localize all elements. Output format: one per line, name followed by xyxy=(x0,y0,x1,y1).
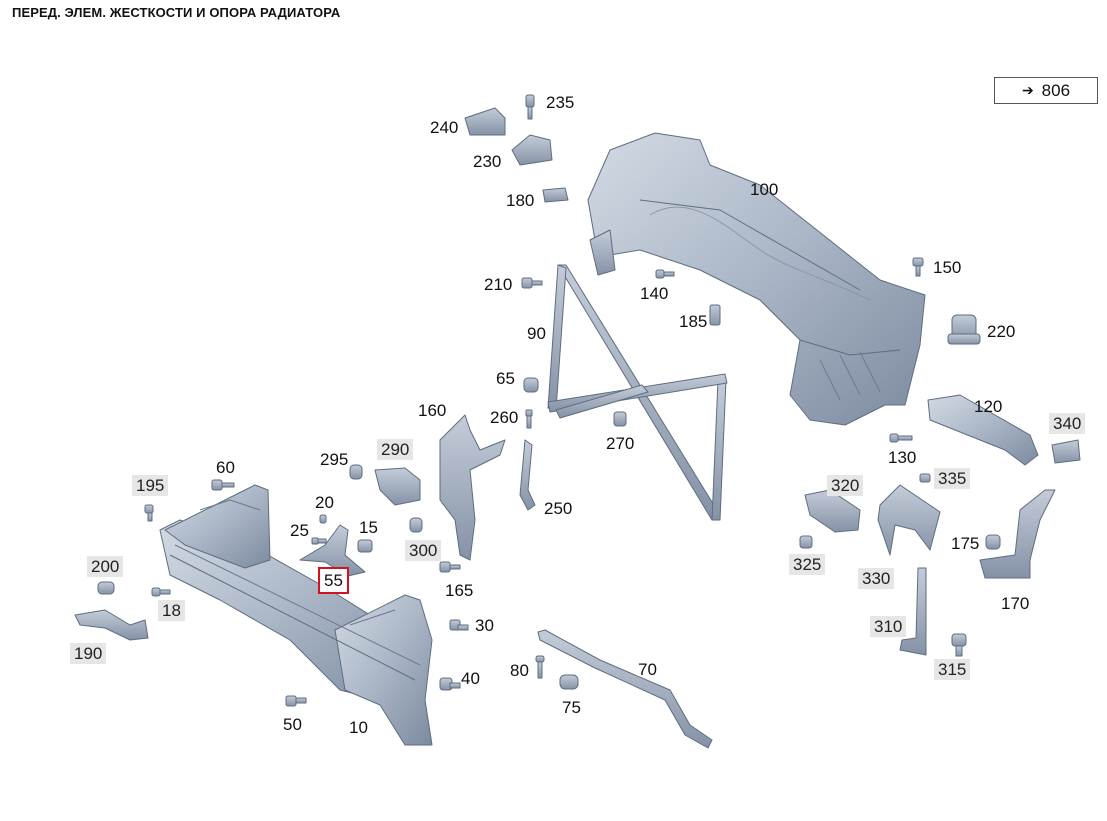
callout-25[interactable]: 25 xyxy=(290,521,309,540)
callout-10[interactable]: 10 xyxy=(349,718,368,737)
callout-295[interactable]: 295 xyxy=(320,450,349,469)
callout-50[interactable]: 50 xyxy=(283,715,302,734)
callout-70[interactable]: 70 xyxy=(638,660,657,679)
callout-160[interactable]: 160 xyxy=(418,401,447,420)
reference-link-button[interactable]: ➔ 806 xyxy=(994,77,1098,104)
callout-240[interactable]: 240 xyxy=(430,118,459,137)
part-55-bracket[interactable] xyxy=(299,524,366,577)
part-320-bracket[interactable] xyxy=(804,489,861,533)
part-120-bracket[interactable] xyxy=(927,394,1039,466)
part-180-clip[interactable] xyxy=(542,187,569,203)
callout-300[interactable]: 300 xyxy=(405,540,442,561)
callout-185[interactable]: 185 xyxy=(679,312,708,331)
callout-140[interactable]: 140 xyxy=(640,284,669,303)
callout-80[interactable]: 80 xyxy=(510,661,529,680)
callout-120[interactable]: 120 xyxy=(974,397,1003,416)
part-170-bracket[interactable] xyxy=(979,489,1056,579)
reference-label: 806 xyxy=(1041,80,1071,100)
callout-150[interactable]: 150 xyxy=(933,258,962,277)
part-290-bracket[interactable] xyxy=(374,467,421,506)
callout-290[interactable]: 290 xyxy=(377,439,414,460)
callout-250[interactable]: 250 xyxy=(544,499,573,518)
callout-330[interactable]: 330 xyxy=(858,568,895,589)
callout-65[interactable]: 65 xyxy=(496,369,515,388)
fastener-bolts xyxy=(97,94,1001,707)
part-250-rod[interactable] xyxy=(519,439,536,511)
part-220-mount[interactable] xyxy=(947,314,981,345)
callout-210[interactable]: 210 xyxy=(484,275,513,294)
callout-18[interactable]: 18 xyxy=(158,600,185,621)
callout-310[interactable]: 310 xyxy=(870,616,907,637)
callout-15[interactable]: 15 xyxy=(359,518,378,537)
part-190-bracket[interactable] xyxy=(74,609,149,641)
right-arrow-icon: ➔ xyxy=(1021,82,1034,98)
callout-270[interactable]: 270 xyxy=(606,434,635,453)
callout-60[interactable]: 60 xyxy=(216,458,235,477)
part-90-x-brace[interactable] xyxy=(547,264,728,521)
callout-220[interactable]: 220 xyxy=(987,322,1016,341)
callout-195[interactable]: 195 xyxy=(132,475,169,496)
callout-90[interactable]: 90 xyxy=(527,324,546,343)
part-10-lower-front-member[interactable] xyxy=(159,484,433,746)
callout-100[interactable]: 100 xyxy=(750,180,779,199)
callout-75[interactable]: 75 xyxy=(562,698,581,717)
callout-40[interactable]: 40 xyxy=(461,669,480,688)
callout-200[interactable]: 200 xyxy=(87,556,124,577)
part-340-clip[interactable] xyxy=(1051,439,1081,464)
part-70-rod[interactable] xyxy=(537,629,713,749)
callout-175[interactable]: 175 xyxy=(951,534,980,553)
callout-165[interactable]: 165 xyxy=(445,581,474,600)
callout-170[interactable]: 170 xyxy=(1001,594,1030,613)
callout-130[interactable]: 130 xyxy=(888,448,917,467)
callout-180[interactable]: 180 xyxy=(506,191,535,210)
part-330-bracket[interactable] xyxy=(877,484,941,556)
callout-325[interactable]: 325 xyxy=(789,554,826,575)
part-160-bracket[interactable] xyxy=(439,414,506,561)
callout-320[interactable]: 320 xyxy=(827,475,864,496)
callout-190[interactable]: 190 xyxy=(70,643,107,664)
part-230-bracket[interactable] xyxy=(511,134,553,166)
callout-315[interactable]: 315 xyxy=(934,659,971,680)
callout-260[interactable]: 260 xyxy=(490,408,519,427)
callout-55[interactable]: 55 xyxy=(318,567,349,594)
callout-20[interactable]: 20 xyxy=(315,493,334,512)
callout-335[interactable]: 335 xyxy=(934,468,971,489)
page-title: ПЕРЕД. ЭЛЕМ. ЖЕСТКОСТИ И ОПОРА РАДИАТОРА xyxy=(12,5,341,20)
callout-230[interactable]: 230 xyxy=(473,152,502,171)
part-310-strip[interactable] xyxy=(899,567,927,656)
callout-235[interactable]: 235 xyxy=(546,93,575,112)
part-240-bracket[interactable] xyxy=(464,107,506,136)
callout-340[interactable]: 340 xyxy=(1049,413,1086,434)
callout-30[interactable]: 30 xyxy=(475,616,494,635)
part-100-upper-cross-member[interactable] xyxy=(587,132,926,426)
